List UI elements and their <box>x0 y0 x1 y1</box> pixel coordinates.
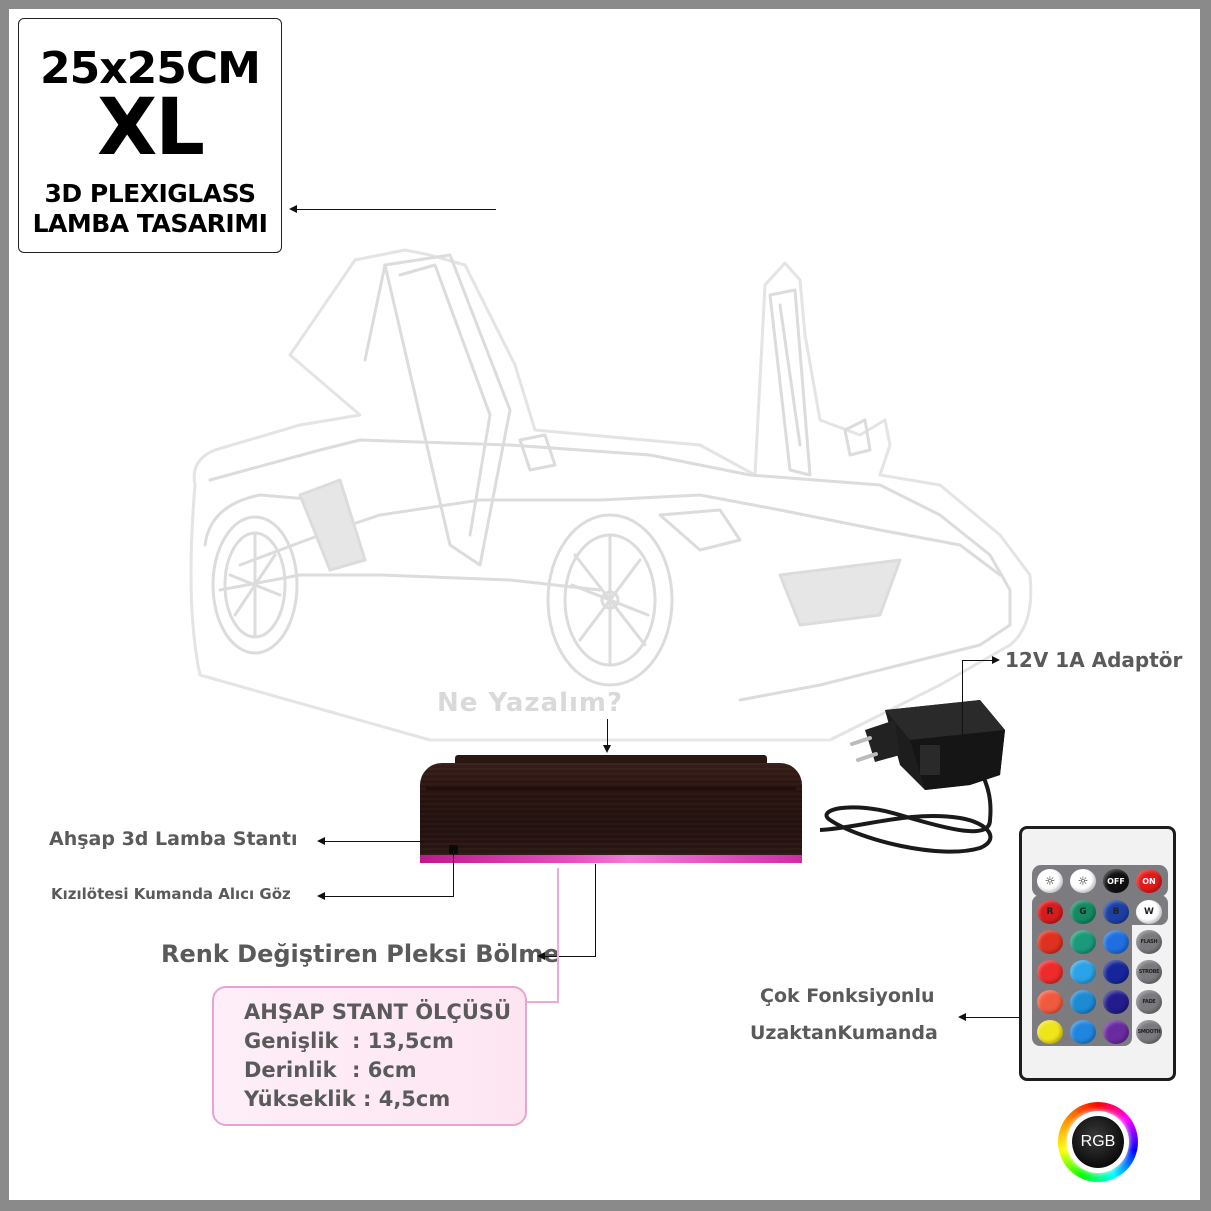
color-button[interactable] <box>1037 960 1063 984</box>
color-button[interactable] <box>1103 990 1129 1014</box>
ir-remote-control: ☼ ☼ OFF ON R G B W FLASH STROBE FADE SMO… <box>1019 826 1176 1081</box>
fade-button[interactable]: FADE <box>1136 990 1162 1014</box>
adapter-label: 12V 1A Adaptör <box>1005 648 1183 672</box>
wooden-stand <box>420 755 802 865</box>
color-button[interactable] <box>1037 1020 1063 1044</box>
stand-body <box>420 763 802 855</box>
tier-label: XL <box>97 83 205 173</box>
info-connector-vertical <box>557 868 559 1002</box>
info-connector-horizontal <box>526 1001 559 1003</box>
subtitle-line-1: 3D PLEXIGLASS <box>44 179 256 208</box>
color-panel-pointer-horizontal <box>544 956 596 957</box>
wooden-stand-pointer-line <box>324 841 424 842</box>
color-button[interactable] <box>1037 990 1063 1014</box>
color-panel-label: Renk Değiştiren Pleksi Bölme <box>161 940 560 968</box>
strobe-button[interactable]: STROBE <box>1136 960 1162 984</box>
color-button[interactable] <box>1103 960 1129 984</box>
white-button[interactable]: W <box>1136 900 1162 924</box>
dimension-value: 13,5cm <box>367 1029 454 1053</box>
color-button[interactable] <box>1070 930 1096 954</box>
color-changing-led-strip <box>420 855 802 863</box>
smooth-button[interactable]: SMOOTH <box>1136 1020 1162 1044</box>
green-button[interactable]: G <box>1070 900 1096 924</box>
brightness-down-icon: ☼ <box>1077 874 1089 888</box>
ir-receiver-label: Kızılötesi Kumanda Alıcı Göz <box>51 885 291 903</box>
color-panel-pointer-vertical <box>595 864 596 957</box>
remote-label-line-2: UzaktanKumanda <box>750 1022 938 1044</box>
plexi-to-stand-line <box>607 719 608 746</box>
dimensions-heading: AHŞAP STANT ÖLÇÜSÜ <box>244 1000 512 1024</box>
wooden-stand-label: Ahşap 3d Lamba Stantı <box>49 828 298 850</box>
color-panel-arrowhead-icon <box>537 952 545 960</box>
plexiglass-custom-text: Ne Yazalım? <box>437 688 624 718</box>
dimension-value: 4,5cm <box>378 1087 451 1111</box>
color-button[interactable] <box>1103 1020 1129 1044</box>
title-pointer-arrowhead-icon <box>289 205 297 213</box>
on-button[interactable]: ON <box>1136 869 1162 893</box>
stand-dimensions-box: AHŞAP STANT ÖLÇÜSÜ Genişlik: 13,5cm Deri… <box>212 986 527 1126</box>
product-subtitle: 3D PLEXIGLASS LAMBA TASARIMI <box>19 179 281 239</box>
ir-receiver-pointer-vertical <box>453 850 454 897</box>
dimension-label: Genişlik <box>244 1029 339 1053</box>
dimension-row-height: Yükseklik : 4,5cm <box>244 1087 451 1111</box>
ir-receiver-pointer-horizontal <box>324 896 454 897</box>
color-button[interactable] <box>1070 960 1096 984</box>
dimension-label: Derinlik <box>244 1058 337 1082</box>
brightness-up-button[interactable]: ☼ <box>1037 869 1063 893</box>
color-button[interactable] <box>1103 930 1129 954</box>
color-button[interactable] <box>1037 930 1063 954</box>
adapter-pointer-horizontal <box>962 660 992 661</box>
blue-button[interactable]: B <box>1103 900 1129 924</box>
ir-receiver-icon <box>449 845 458 854</box>
color-button[interactable] <box>1070 1020 1096 1044</box>
color-button[interactable] <box>1070 990 1096 1014</box>
brightness-up-icon: ☼ <box>1044 874 1056 888</box>
brightness-down-button[interactable]: ☼ <box>1070 869 1096 893</box>
remote-pointer-line <box>965 1017 1037 1018</box>
rgb-badge: RGB <box>1058 1102 1138 1182</box>
size-label: 25x25CM <box>40 43 261 94</box>
dimension-label: Yükseklik <box>244 1087 356 1111</box>
dimension-row-depth: Derinlik: 6cm <box>244 1058 417 1082</box>
adapter-pointer-arrowhead-icon <box>992 656 1000 664</box>
subtitle-line-2: LAMBA TASARIMI <box>32 209 268 238</box>
dimension-value: 6cm <box>367 1058 417 1082</box>
red-button[interactable]: R <box>1037 900 1063 924</box>
ir-receiver-arrowhead-icon <box>317 892 325 900</box>
rgb-badge-text: RGB <box>1072 1116 1124 1168</box>
remote-arrowhead-icon <box>958 1013 966 1021</box>
off-button[interactable]: OFF <box>1103 869 1129 893</box>
adapter-pointer-vertical <box>962 660 963 736</box>
plexi-to-stand-arrowhead-icon <box>603 745 611 753</box>
remote-label-line-1: Çok Fonksiyonlu <box>760 985 935 1007</box>
dimension-row-width: Genişlik: 13,5cm <box>244 1029 454 1053</box>
size-title-box: 25x25CM XL 3D PLEXIGLASS LAMBA TASARIMI <box>18 18 282 253</box>
wooden-stand-arrowhead-icon <box>317 837 325 845</box>
flash-button[interactable]: FLASH <box>1136 930 1162 954</box>
car-plexiglass-illustration <box>189 248 1033 742</box>
power-adapter-illustration <box>820 700 1005 854</box>
title-pointer-line <box>296 209 496 210</box>
